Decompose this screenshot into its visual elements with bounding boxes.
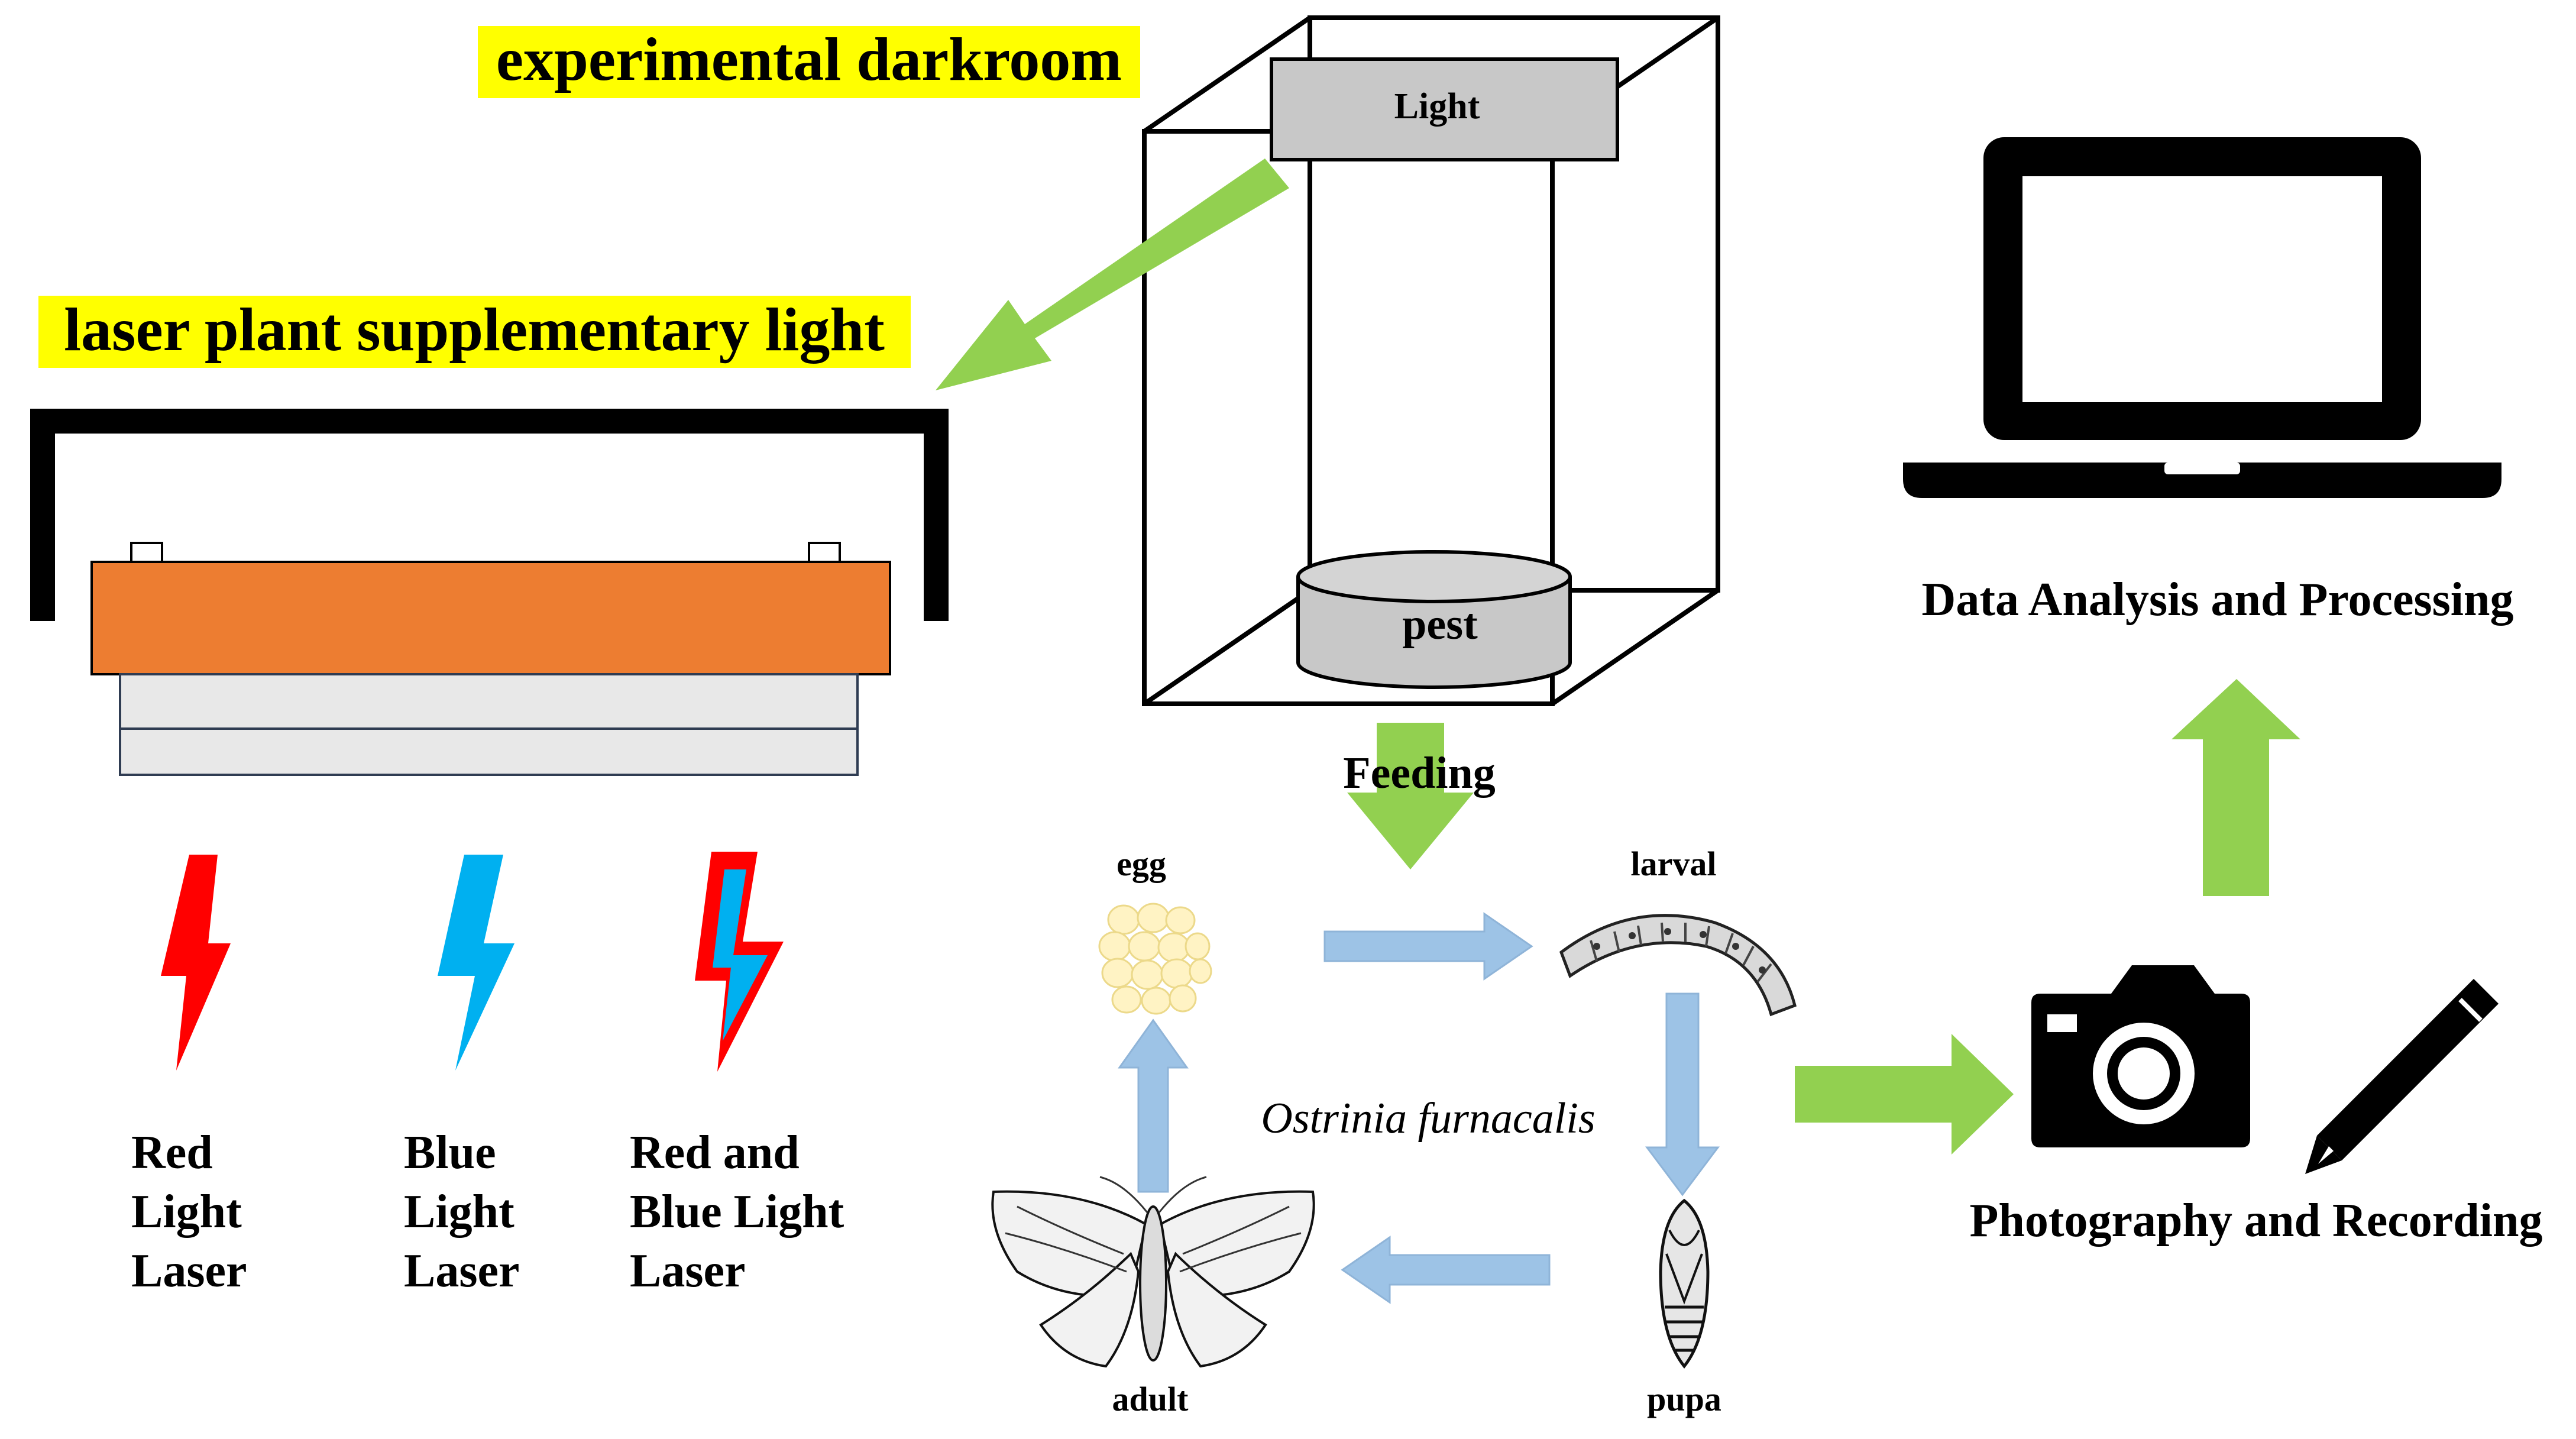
title-highlight-darkroom: [478, 26, 1140, 98]
species-label: Ostrinia furnacalis: [1261, 1094, 1595, 1143]
pest-label: pest: [1402, 600, 1478, 649]
red-blue-lightning-inner: [713, 869, 768, 1041]
feeding-label: Feeding: [1343, 748, 1496, 798]
egg-cluster-icon: [1098, 903, 1212, 1015]
arrow-to-recording: [1795, 1034, 2014, 1155]
cycle-arrow-larval-to-pupa: [1645, 992, 1720, 1197]
pupa-icon: [1659, 1198, 1710, 1369]
red-lightning-icon: [161, 855, 231, 1071]
pest-dish: [1296, 550, 1572, 689]
laser-blue-label: Blue Light Laser: [404, 1127, 526, 1297]
stage-larval-label: larval: [1631, 845, 1717, 883]
cycle-arrow-pupa-to-adult: [1341, 1236, 1551, 1304]
stage-pupa-label: pupa: [1647, 1380, 1721, 1418]
feeding-arrow: [1347, 723, 1474, 869]
photography-label: Photography and Recording: [1970, 1195, 2543, 1247]
camera-icon: [2031, 965, 2250, 1147]
larva-icon: [1559, 914, 1797, 1017]
stage-egg-label: egg: [1117, 845, 1166, 883]
cycle-arrow-adult-to-egg: [1118, 1018, 1189, 1193]
title-highlight-laser: [38, 296, 911, 368]
laser-red-blue-label: Red and Blue Light Laser: [630, 1127, 856, 1297]
laser-red-label: Red Light Laser: [131, 1127, 254, 1297]
arrow-light-to-laser: [936, 159, 1289, 390]
adult-moth-icon: [991, 1176, 1315, 1368]
laser-fixture: [30, 409, 949, 776]
blue-lightning-icon: [438, 855, 514, 1071]
experimental-darkroom-label: experimental darkroom: [496, 25, 1122, 93]
cycle-arrow-egg-to-larval: [1323, 912, 1533, 981]
stage-adult-label: adult: [1112, 1380, 1189, 1418]
pencil-icon: [2305, 979, 2499, 1174]
light-label: Light: [1394, 86, 1480, 127]
light-panel: [1270, 57, 1619, 161]
data-analysis-label: Data Analysis and Processing: [1922, 574, 2514, 626]
arrow-to-analysis: [2172, 679, 2300, 896]
laptop-icon: [1903, 137, 2501, 498]
laser-light-label: laser plant supplementary light: [64, 296, 885, 364]
